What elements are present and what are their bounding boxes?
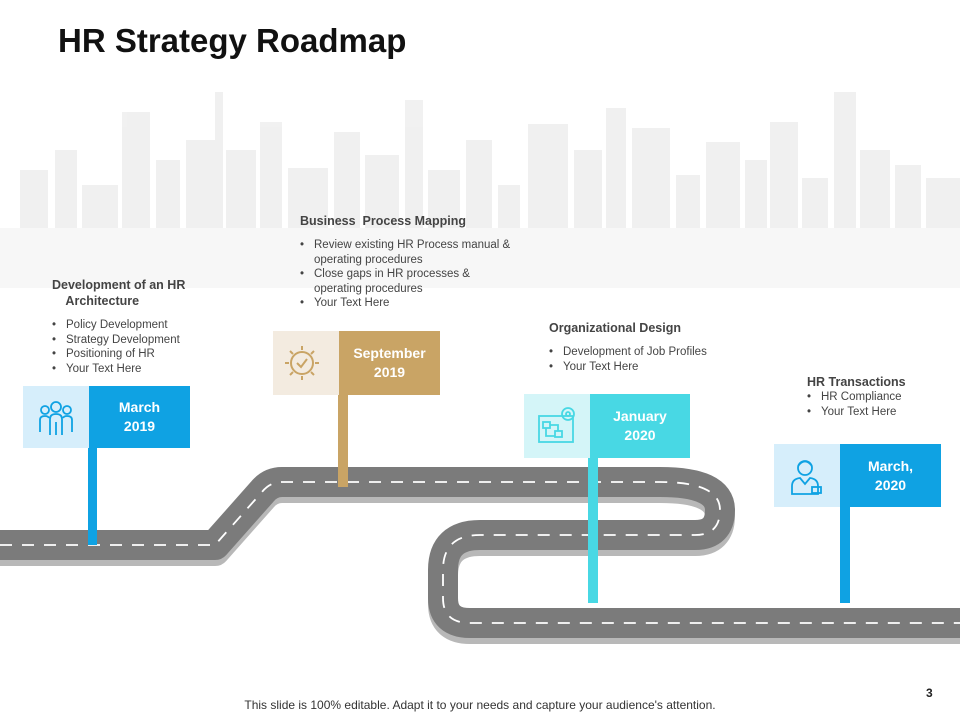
gear-icon — [273, 331, 339, 395]
pole-march-2020 — [840, 505, 850, 603]
pole-march-2019 — [88, 445, 97, 545]
milestone-1-heading: Development of an HR Architecture — [52, 278, 186, 308]
footer-note: This slide is 100% editable. Adapt it to… — [244, 698, 716, 712]
pole-september-2019 — [338, 392, 348, 487]
milestone-1-text: Development of an HR Architecture Policy… — [52, 277, 242, 376]
team-icon — [23, 386, 89, 448]
employee-icon — [774, 444, 840, 507]
date-flag-march-2020: March, 2020 — [840, 444, 941, 507]
milestone-2-bullet: Close gaps in HR processes & operating p… — [300, 267, 518, 296]
milestone-2-heading: Business Process Mapping — [300, 214, 467, 228]
milestone-3-heading: Organizational Design — [549, 321, 681, 335]
milestone-3-text: Organizational Design Development of Job… — [549, 320, 749, 374]
page-title: HR Strategy Roadmap — [58, 22, 407, 59]
date-flag-march-2019: March 2019 — [89, 386, 190, 448]
milestone-3-bullet: Development of Job Profiles — [549, 345, 749, 360]
milestone-2-text: Business Process Mapping Review existing… — [300, 213, 518, 311]
pole-january-2020 — [588, 455, 598, 603]
milestone-1-bullet: Your Text Here — [52, 362, 242, 377]
milestone-4-bullet: Your Text Here — [807, 405, 957, 420]
date-flag-september-2019: September 2019 — [339, 331, 440, 395]
milestone-4-heading: HR Transactions — [807, 375, 906, 389]
milestone-4-text: HR Transactions HR Compliance Your Text … — [807, 374, 957, 419]
flowchart-gear-icon — [524, 394, 590, 458]
milestone-1-bullet: Positioning of HR — [52, 347, 242, 362]
milestone-3-bullet: Your Text Here — [549, 360, 749, 375]
road — [0, 467, 960, 644]
milestone-4-bullet: HR Compliance — [807, 390, 957, 405]
milestone-1-bullet: Policy Development — [52, 318, 242, 333]
milestone-1-bullet: Strategy Development — [52, 333, 242, 348]
milestone-2-bullet: Review existing HR Process manual & oper… — [300, 238, 518, 267]
page-number: 3 — [926, 686, 933, 700]
milestone-2-bullet: Your Text Here — [300, 296, 518, 311]
date-flag-january-2020: January 2020 — [590, 394, 690, 458]
